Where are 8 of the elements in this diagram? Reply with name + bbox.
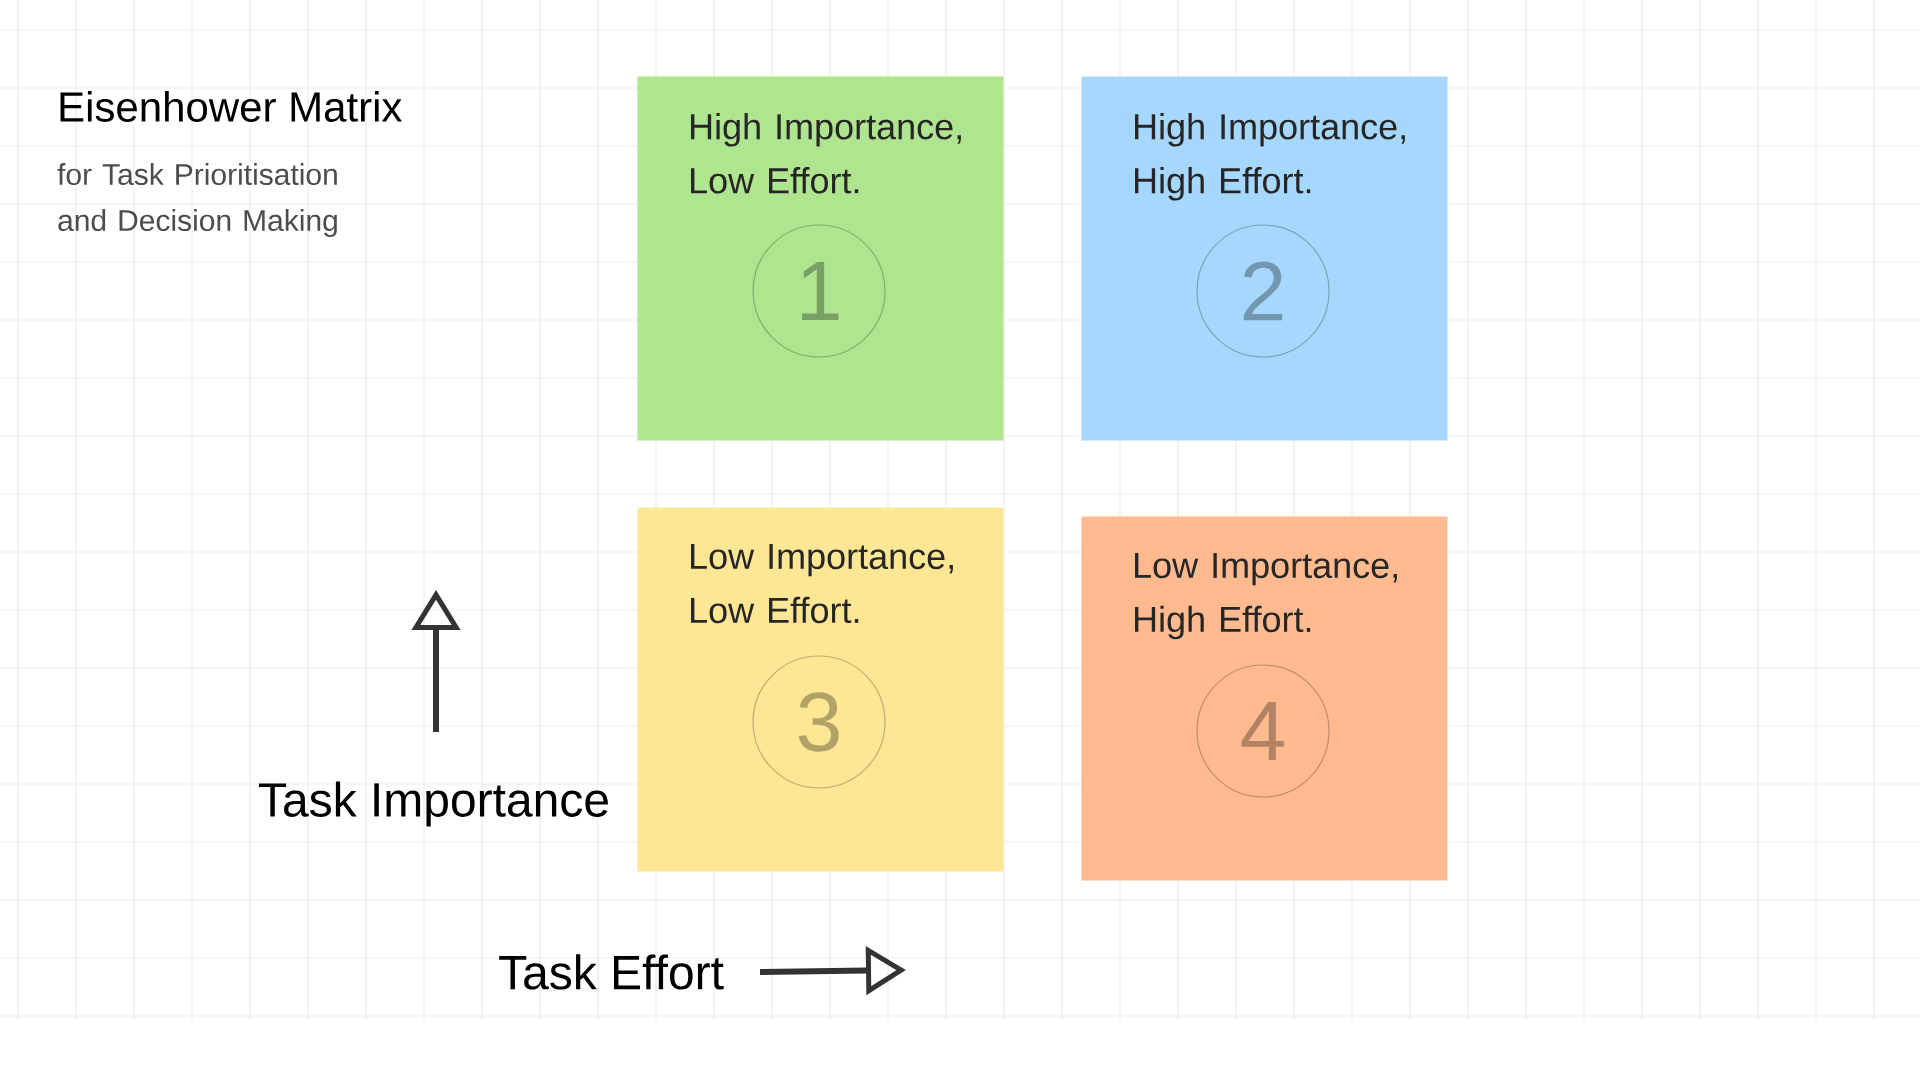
circled-number: 3 [752,655,886,789]
subtitle: for Task Prioritisation and Decision Making [57,163,337,237]
axis-label: Task Importance [259,781,608,827]
circled-number: 1 [752,224,886,358]
circled-number: 4 [1196,664,1330,798]
axis-label: Task Effort [499,954,724,990]
circled-number: 2 [1196,224,1330,358]
title: Eisenhower Matrix [60,91,402,122]
